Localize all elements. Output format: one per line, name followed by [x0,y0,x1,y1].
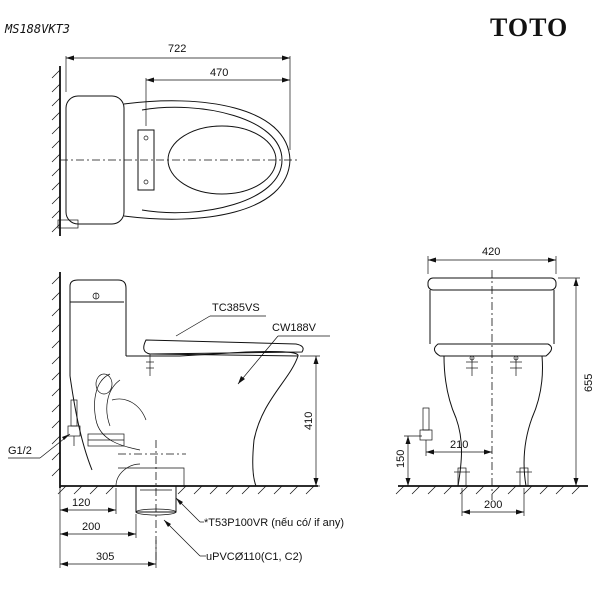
label-g12: G1/2 [8,445,32,457]
seat-bolt-right-icon [510,355,522,376]
dim-305-label: 305 [96,551,114,563]
dim-470-label: 470 [210,67,228,79]
dim-722-label: 722 [168,43,186,55]
dim-420-label: 420 [482,246,500,258]
floor-hatch-front [395,485,581,495]
note-pipe: uPVCØ110(C1, C2) [206,551,302,563]
floor-hatch-side [57,485,315,495]
side-view: TC385VS CW188V G1/2 410 120 200 305 [8,272,344,568]
dim-210-label: 210 [450,439,468,451]
wall-hatch-side [51,275,61,477]
dim-655-label: 655 [583,374,595,392]
model-number: MS188VKT3 [4,22,70,36]
inlet-valve-icon [67,399,81,446]
seat-bolt-left-icon [466,355,478,376]
label-tc385vs: TC385VS [212,302,260,314]
front-inlet-valve-icon [419,407,433,441]
note-flange: *T53P100VR (nếu có/ if any) [204,517,344,529]
front-view: 420 655 210 150 200 [395,246,595,516]
dim-200-side-label: 200 [82,521,100,533]
brand-logo: TOTO [490,13,568,42]
dim-410-label: 410 [303,412,315,430]
dim-150-label: 150 [395,450,407,468]
dim-120-label: 120 [72,497,90,509]
wall-hatch-top [51,69,61,233]
flush-button-icon [92,292,100,300]
label-cw188v: CW188V [272,322,317,334]
dim-200-front-label: 200 [484,499,502,511]
top-view: 722 470 [51,43,300,236]
